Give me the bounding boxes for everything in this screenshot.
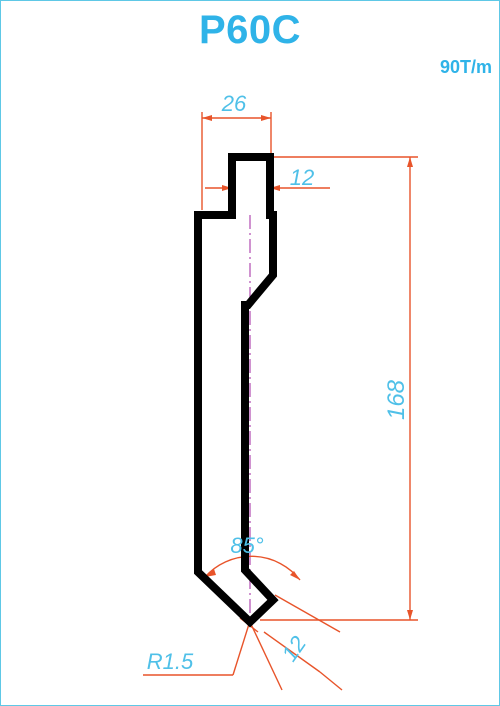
tool-title: P60C [198,8,302,52]
dim-tip-width: 12 [277,632,312,666]
dim-angle: 85° [230,533,263,558]
dim-tang-width: 12 [290,165,314,190]
dim-top-width: 26 [221,91,247,116]
dim-height: 168 [383,379,410,420]
capacity-label: 90T/m [439,57,492,77]
dim-radius: R1.5 [147,649,194,674]
punch-profile [194,153,279,628]
dimension-lines [143,112,418,691]
